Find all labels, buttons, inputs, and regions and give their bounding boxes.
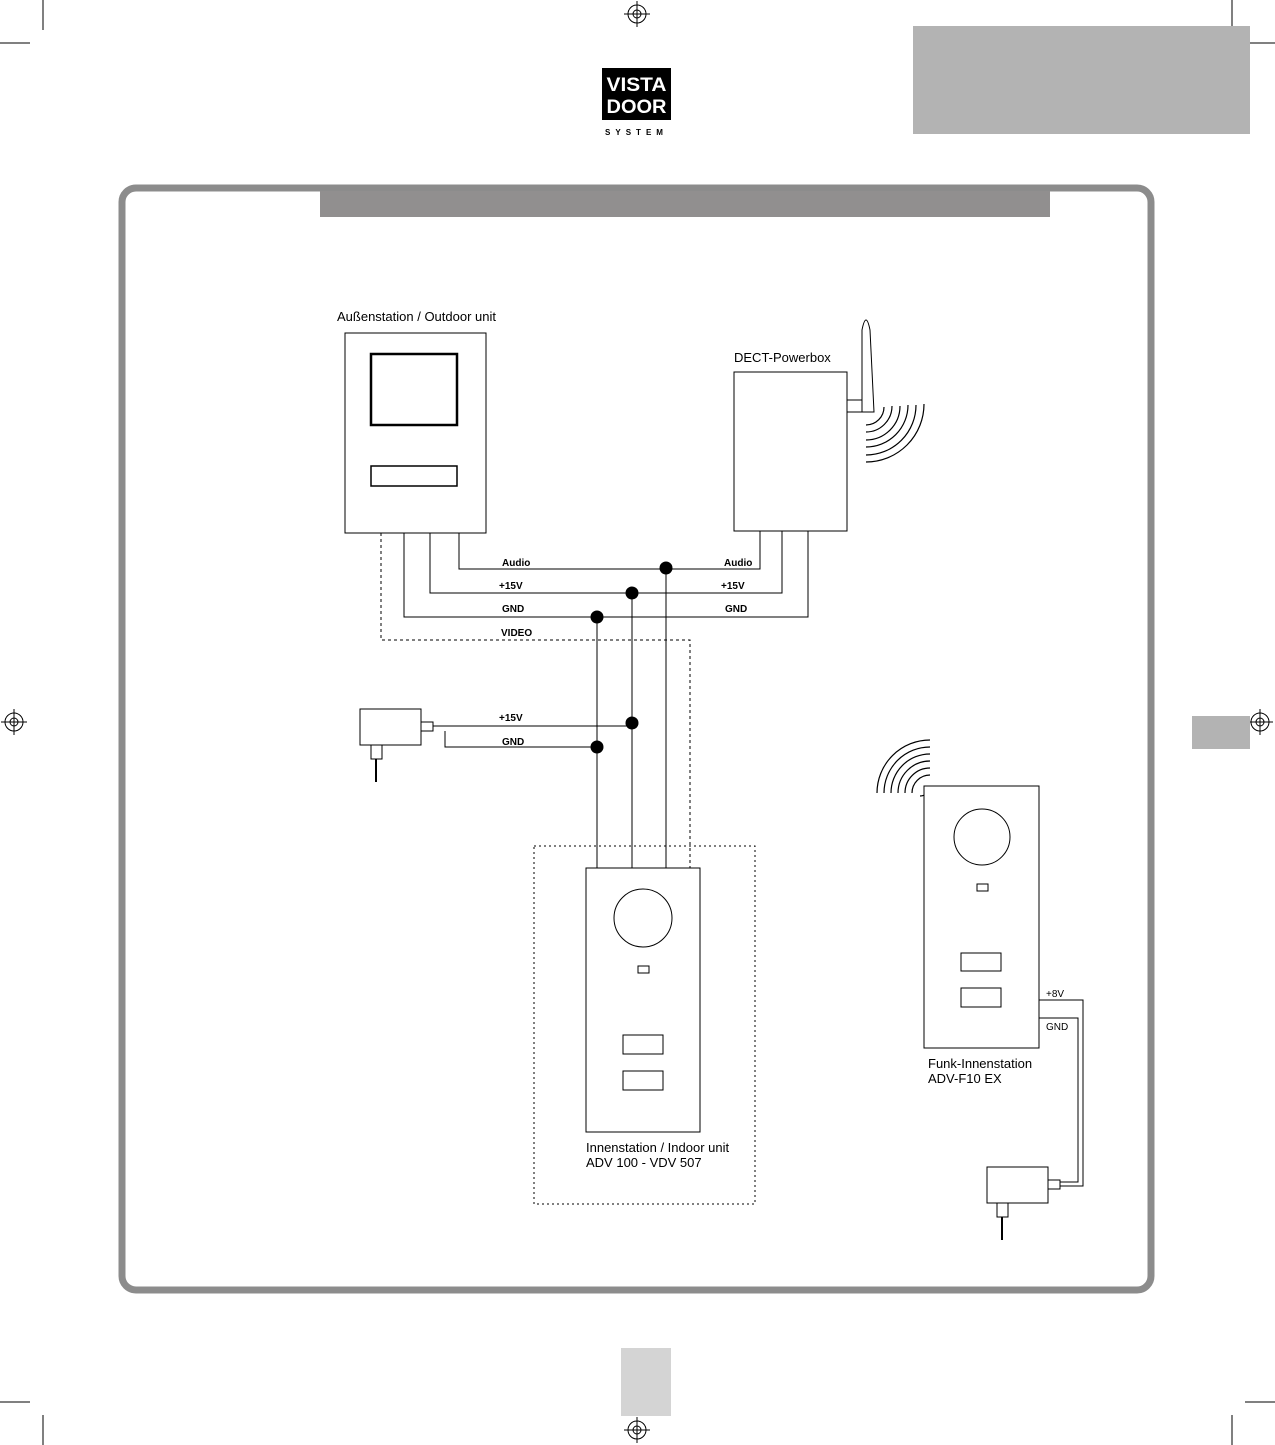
wireless-unit-label-1: Funk-Innenstation	[928, 1056, 1032, 1071]
registration-mark-top-icon	[624, 1, 650, 27]
registration-mark-right-icon	[1247, 709, 1273, 735]
logo-line3: SYSTEM	[605, 128, 668, 137]
dect-powerbox: DECT-Powerbox	[734, 320, 924, 531]
side-chapter-tab	[1192, 716, 1250, 749]
outdoor-unit: Außenstation / Outdoor unit	[337, 309, 496, 533]
psu-label-gnd: GND	[502, 737, 524, 748]
speaker-icon	[954, 809, 1010, 865]
led-indicator	[638, 966, 649, 973]
indoor-unit: Innenstation / Indoor unit ADV 100 - VDV…	[534, 846, 755, 1204]
led-indicator	[977, 884, 988, 891]
indoor-button-2	[623, 1071, 663, 1090]
camera-window	[371, 354, 457, 425]
indoor-unit-label-1: Innenstation / Indoor unit	[586, 1140, 729, 1155]
power-supply-right	[987, 1167, 1060, 1240]
wireless-wire-8v: +8V	[1046, 989, 1064, 1000]
indoor-unit-label-2: ADV 100 - VDV 507	[586, 1155, 702, 1170]
page-number-tab	[621, 1348, 671, 1416]
wire-label-audio-left: Audio	[502, 558, 530, 569]
wire-label-gnd-right: GND	[725, 604, 747, 615]
powerbox-label: DECT-Powerbox	[734, 350, 831, 365]
wireless-wire-gnd: GND	[1046, 1022, 1068, 1033]
wire-label-audio-right: Audio	[724, 558, 752, 569]
wireless-button-2	[961, 988, 1001, 1007]
registration-mark-bottom-icon	[624, 1417, 650, 1443]
indoor-button-1	[623, 1035, 663, 1054]
name-plate	[371, 466, 457, 486]
speaker-icon	[614, 889, 672, 947]
wireless-indoor-unit: Funk-Innenstation ADV-F10 EX +8V GND	[877, 740, 1083, 1186]
logo-line2: DOOR	[607, 97, 667, 118]
psu-label-15v: +15V	[499, 713, 523, 724]
wire-label-15v-left: +15V	[499, 581, 523, 592]
radio-waves-icon	[877, 740, 930, 796]
outdoor-unit-label: Außenstation / Outdoor unit	[337, 309, 496, 324]
diagram-header-bar	[320, 191, 1050, 217]
radio-waves-icon	[866, 404, 924, 462]
logo-line1: VISTA	[607, 75, 667, 96]
vista-door-logo: VISTA DOOR SYSTEM	[602, 68, 671, 137]
wireless-button-1	[961, 953, 1001, 971]
wire-label-gnd-left: GND	[502, 604, 524, 615]
wire-label-video: VIDEO	[501, 628, 532, 639]
wireless-unit-label-2: ADV-F10 EX	[928, 1071, 1002, 1086]
header-grey-panel	[913, 26, 1250, 134]
registration-mark-left-icon	[1, 709, 27, 735]
wire-label-15v-right: +15V	[721, 581, 745, 592]
antenna-icon	[847, 320, 874, 412]
